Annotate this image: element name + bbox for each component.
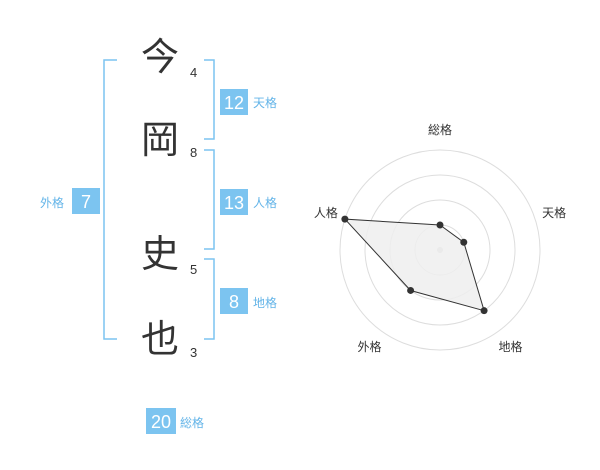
radar-ring-4 (339, 149, 541, 351)
soukaku-label: 総格 (180, 415, 204, 430)
stroke-count-1: 4 (190, 65, 197, 80)
gaikaku-bracket (103, 59, 117, 340)
radar-axis-label-5: 人格 (314, 205, 338, 220)
radar-point-3 (480, 307, 488, 315)
name-char-3: 史 (141, 232, 179, 276)
gaikaku-value: 7 (81, 192, 91, 212)
soukaku-badge-bg (146, 408, 176, 434)
name-char-4: 也 (141, 317, 179, 361)
soukaku-badge: 20 総格 (146, 408, 204, 434)
tenkaku-badge-bg (220, 89, 248, 115)
jinkaku-badge-bg (220, 189, 248, 215)
jinkaku-value: 13 (224, 193, 244, 213)
radar-axis-label-3: 地格 (498, 339, 522, 354)
radar-point-1 (436, 221, 444, 229)
gaikaku-badge: 7 外格 (40, 188, 100, 214)
radar-axis-label-2: 天格 (542, 205, 566, 220)
name-column: 今 岡 史 也 4 8 5 3 (141, 35, 197, 361)
tenkaku-value: 12 (224, 93, 244, 113)
chikaku-bracket (204, 258, 215, 340)
chikaku-label: 地格 (253, 295, 277, 310)
radar-point-2 (460, 238, 468, 246)
tenkaku-badge: 12 天格 (220, 89, 277, 115)
radar-axis-label-4: 外格 (357, 339, 381, 354)
brackets (103, 59, 215, 340)
tenkaku-bracket (204, 59, 215, 140)
chikaku-badge: 8 地格 (220, 288, 277, 314)
radar-point-4 (407, 286, 415, 294)
radar-ring-3 (364, 174, 516, 326)
radar-axis-label-1: 総格 (428, 122, 452, 137)
jinkaku-badge: 13 人格 (220, 189, 277, 215)
jinkaku-label: 人格 (253, 195, 277, 210)
gaikaku-badge-bg (72, 188, 100, 214)
jinkaku-bracket (204, 149, 215, 250)
chikaku-badge-bg (220, 288, 248, 314)
stroke-count-2: 8 (190, 145, 197, 160)
soukaku-value: 20 (151, 412, 171, 432)
stroke-count-4: 3 (190, 345, 197, 360)
tenkaku-label: 天格 (253, 95, 277, 110)
radar-area (343, 218, 485, 312)
radar-point-5 (341, 215, 349, 223)
chikaku-value: 8 (229, 292, 239, 312)
gaikaku-label: 外格 (40, 195, 64, 210)
name-char-2: 岡 (141, 118, 179, 162)
name-char-1: 今 (141, 35, 179, 79)
stroke-count-3: 5 (190, 262, 197, 277)
radar-points (341, 215, 488, 315)
